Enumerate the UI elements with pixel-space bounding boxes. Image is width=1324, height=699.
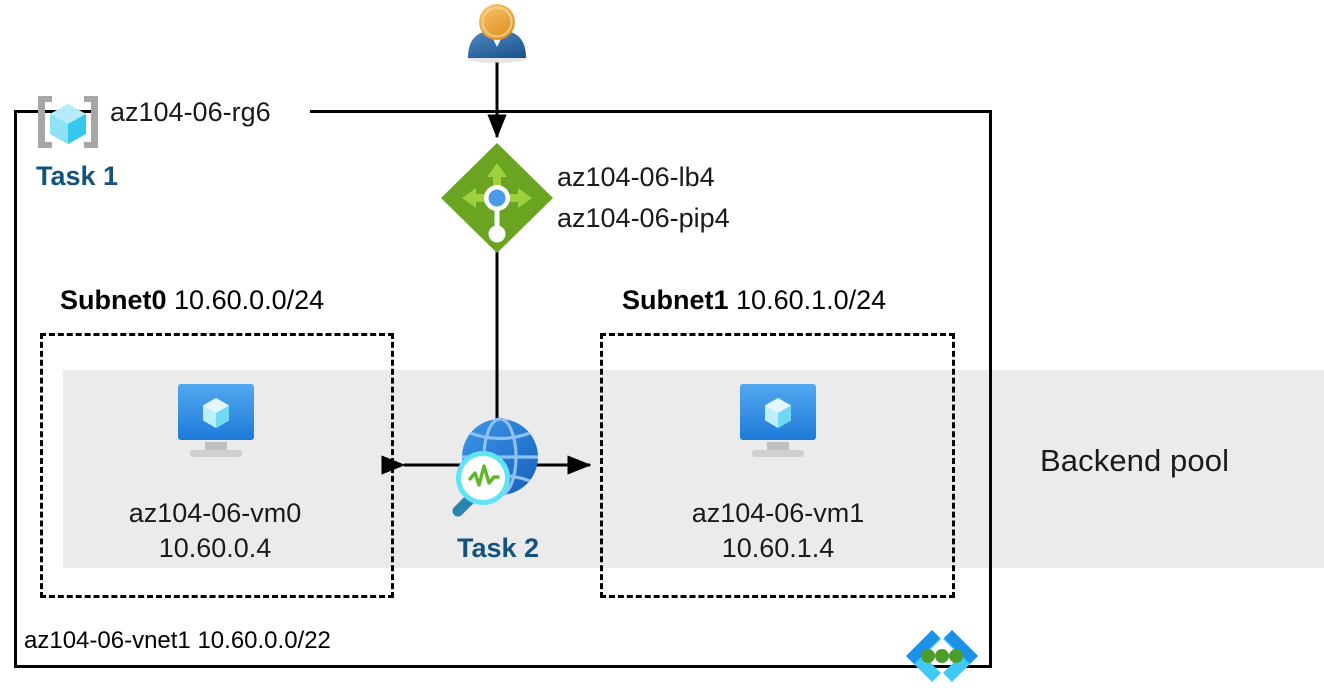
vm-1-name: az104-06-vm1	[691, 498, 865, 528]
subnet-1-box	[600, 333, 955, 598]
vnet-name-label: az104-06-vnet1 10.60.0.0/22	[24, 627, 331, 654]
subnet-1-name: Subnet1	[622, 285, 729, 315]
subnet-0-cidr: 10.60.0.0/24	[174, 285, 325, 315]
load-balancer-name: az104-06-lb4	[557, 162, 715, 192]
task-1-label: Task 1	[36, 161, 119, 191]
task-2-label: Task 2	[456, 533, 540, 563]
subnet-0-name: Subnet0	[60, 285, 167, 315]
public-ip-name: az104-06-pip4	[557, 203, 730, 233]
resource-group-name: az104-06-rg6	[110, 97, 271, 127]
subnet-1-caption: Subnet1 10.60.1.0/24	[622, 285, 886, 316]
vm-1-ip: 10.60.1.4	[721, 533, 835, 563]
subnet-0-caption: Subnet0 10.60.0.0/24	[60, 285, 324, 316]
resource-group-label-gap	[96, 100, 310, 124]
subnet-1-cidr: 10.60.1.0/24	[736, 285, 887, 315]
user-icon	[467, 4, 527, 63]
backend-pool-label: Backend pool	[1040, 443, 1230, 478]
resource-group-border	[14, 110, 992, 668]
vm-0-ip: 10.60.0.4	[158, 533, 272, 563]
backend-pool-band	[63, 370, 1324, 568]
vm-0-name: az104-06-vm0	[128, 498, 302, 528]
